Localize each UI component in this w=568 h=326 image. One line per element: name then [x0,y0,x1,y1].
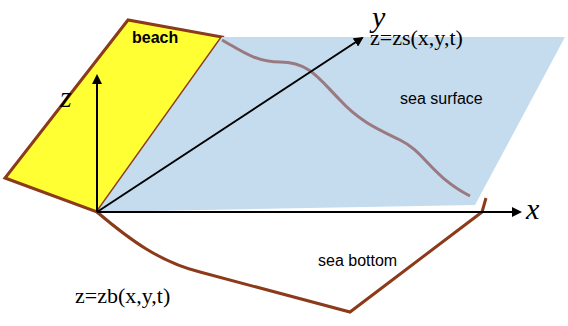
x-axis [97,211,520,213]
y-axis [97,38,362,212]
axis-label: x [526,192,539,225]
shoreline [222,40,470,196]
z-axis [96,76,98,212]
area-label: sea bottom [318,252,397,270]
sea-surface [97,37,565,212]
area-label: sea surface [400,90,483,108]
axis-label: z [60,80,72,113]
equation-label: z=zs(x,y,t) [370,26,463,50]
area-label: beach [132,29,178,47]
equation-label: z=zb(x,y,t) [75,284,170,308]
